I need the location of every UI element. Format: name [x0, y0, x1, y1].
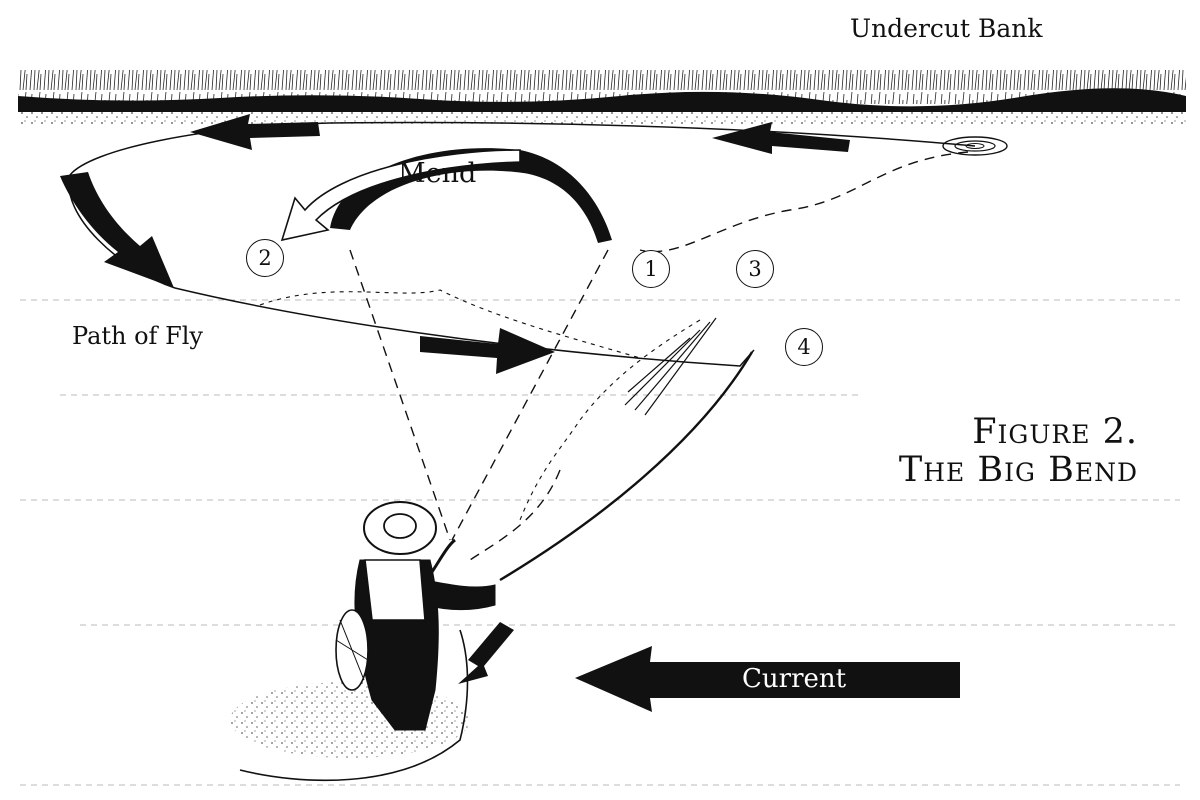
fly-path-line: [68, 121, 976, 367]
undercut-bank: [18, 70, 1186, 126]
fly-rod: [499, 317, 754, 582]
flow-arrows: [60, 114, 960, 712]
water-lines: [20, 299, 1180, 786]
line-traces: [259, 289, 701, 521]
mend-arrow-hollow: [280, 149, 521, 242]
position-marker-1: 1: [632, 250, 670, 288]
path-of-fly-label: Path of Fly: [72, 322, 203, 350]
undercut-bank-label: Undercut Bank: [850, 14, 1043, 43]
rise-rings: [942, 136, 1008, 156]
current-label: Current: [742, 664, 847, 694]
angler-figure: [230, 501, 496, 782]
cast-lines: [349, 151, 969, 561]
position-marker-3: 3: [736, 250, 774, 288]
figure-number: Figure 2.: [972, 412, 1138, 452]
position-marker-2: 2: [246, 239, 284, 277]
mend-label: Mend: [398, 158, 477, 189]
figure-title: The Big Bend: [898, 450, 1138, 490]
position-marker-4: 4: [785, 328, 823, 366]
